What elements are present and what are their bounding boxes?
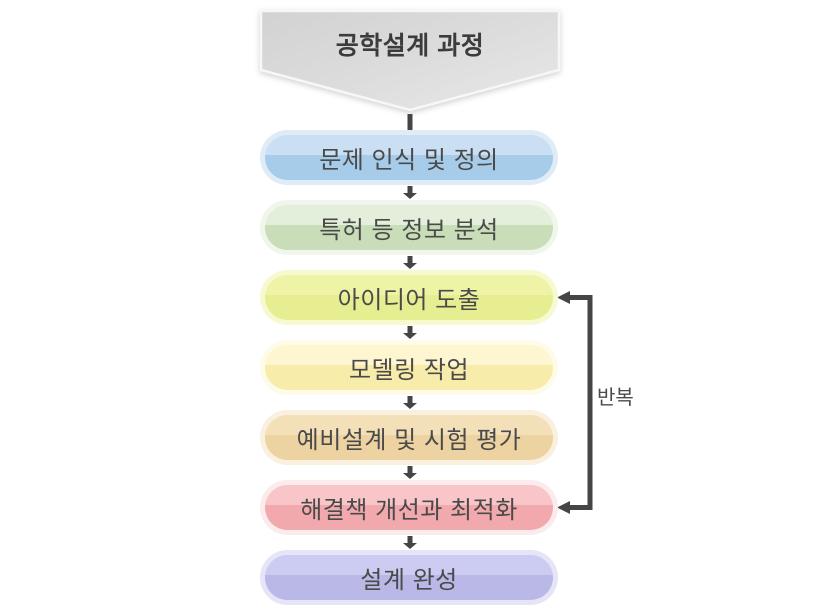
flow-step-fill xyxy=(265,485,553,530)
flow-step-label: 설계 완성 xyxy=(360,567,458,594)
repeat-loop-label: 반복 xyxy=(597,387,634,409)
flow-step-label: 예비설계 및 시험 평가 xyxy=(296,427,522,454)
down-arrowhead-icon xyxy=(403,403,417,409)
flow-step-7: 설계 완성 xyxy=(260,550,558,605)
flow-step-label: 문제 인식 및 정의 xyxy=(319,147,499,174)
flow-step-label: 모델링 작업 xyxy=(348,357,470,384)
down-arrow-icon xyxy=(407,326,413,333)
down-arrowhead-icon xyxy=(403,263,417,269)
flow-step-3: 아이디어 도출 xyxy=(260,270,558,325)
flow-step-5: 예비설계 및 시험 평가 xyxy=(260,410,558,465)
repeat-loop-arrow xyxy=(557,291,593,514)
flow-step-2: 특허 등 정보 분석 xyxy=(260,200,558,255)
down-arrowhead-icon xyxy=(403,193,417,199)
loop-arrowhead-bottom-icon xyxy=(557,501,570,514)
down-arrow-icon xyxy=(407,536,413,543)
flow-step-label: 특허 등 정보 분석 xyxy=(319,217,499,244)
down-arrow-icon xyxy=(407,396,413,403)
flow-step-fill xyxy=(265,205,553,250)
down-arrowhead-icon xyxy=(403,543,417,549)
down-arrowhead-icon xyxy=(403,473,417,479)
flow-step-fill xyxy=(265,555,553,600)
flow-step-fill xyxy=(265,135,553,180)
flow-step-label: 해결책 개선과 최적화 xyxy=(300,497,518,524)
page-title: 공학설계 과정 xyxy=(335,32,485,60)
flow-step-fill xyxy=(265,415,553,460)
flow-step-1: 문제 인식 및 정의 xyxy=(260,130,558,185)
down-arrow-icon xyxy=(407,466,413,473)
down-arrow-icon xyxy=(407,186,413,193)
loop-arrowhead-top-icon xyxy=(557,291,570,304)
flow-step-6: 해결책 개선과 최적화 xyxy=(260,480,558,535)
flow-step-fill xyxy=(265,275,553,320)
flow-step-fill xyxy=(265,345,553,390)
down-arrowhead-icon xyxy=(403,333,417,339)
flow-step-label: 아이디어 도출 xyxy=(337,287,481,314)
banner-connector-line xyxy=(407,114,413,131)
down-arrow-icon xyxy=(407,256,413,263)
flow-step-4: 모델링 작업 xyxy=(260,340,558,395)
